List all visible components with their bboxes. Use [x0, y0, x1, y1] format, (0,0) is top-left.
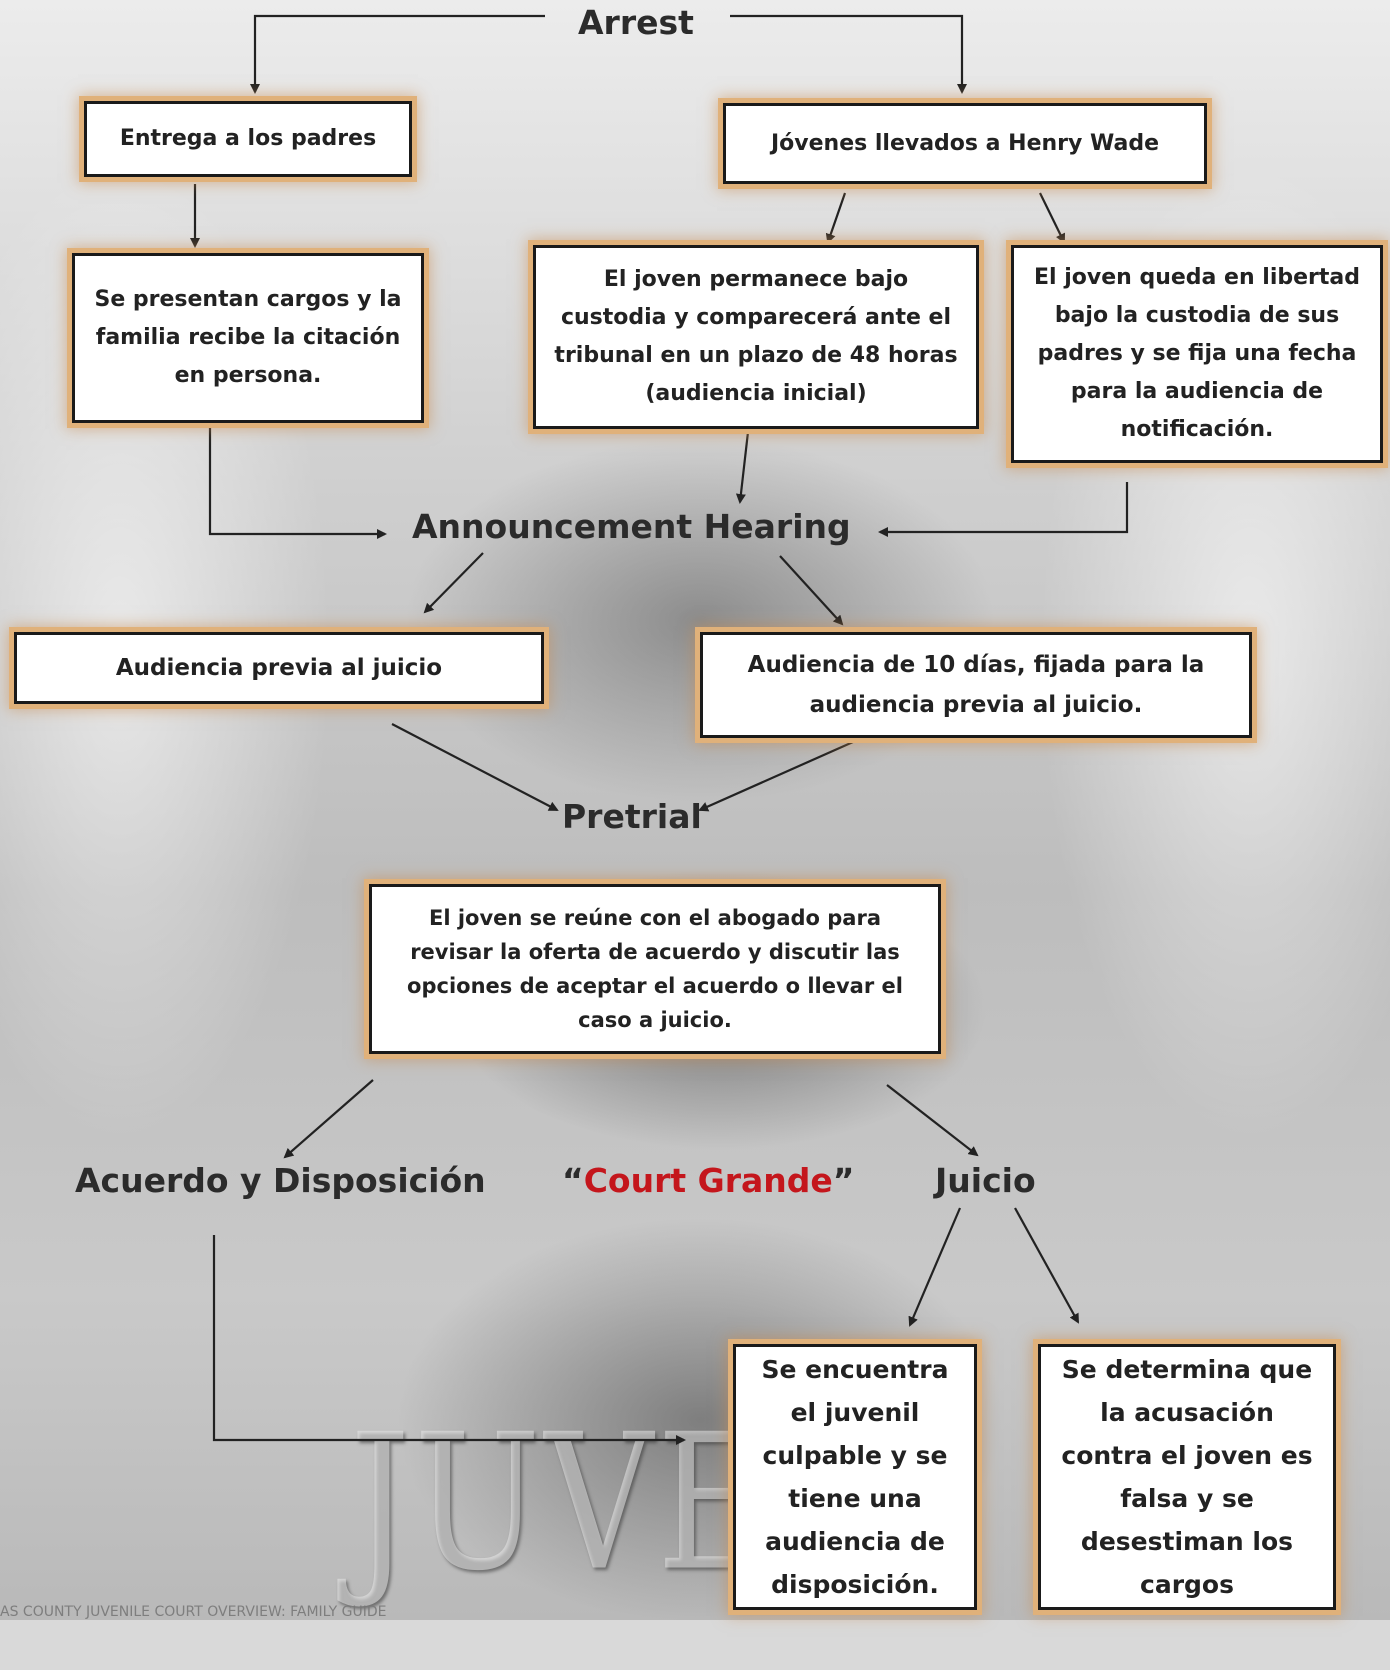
arrow-trial-to-dismissed: [1014, 1207, 1079, 1324]
node-pretrial: Pretrial: [562, 797, 702, 836]
node-released-text: El joven queda en libertad bajo la custo…: [1033, 265, 1360, 442]
node-henry-wade: Jóvenes llevados a Henry Wade: [723, 103, 1207, 184]
arrow-trial-to-guilty: [908, 1207, 962, 1327]
node-charges-filed-text: Se presentan cargos y la familia recibe …: [94, 287, 402, 388]
arrow-released-to-announcement: [878, 482, 1129, 537]
node-dismissed: Se determina que la acusación contra el …: [1038, 1344, 1336, 1610]
node-custody-text: El joven permanece bajo custodia y compa…: [554, 267, 958, 406]
node-guilty-text: Se encuentra el juvenil culpable y se ti…: [761, 1355, 949, 1599]
court-grande-open-quote: “: [562, 1161, 584, 1200]
arrow-custody-to-announcement: [735, 431, 750, 504]
court-grande-label: “Court Grande”: [562, 1160, 854, 1202]
node-custody: El joven permanece bajo custodia y compa…: [533, 245, 979, 429]
node-released: El joven queda en libertad bajo la custo…: [1011, 245, 1383, 463]
node-pretrial-hearing-text: Audiencia previa al juicio: [115, 655, 443, 681]
node-announcement-hearing: Announcement Hearing: [412, 507, 851, 546]
node-parents-release-text: Entrega a los padres: [119, 126, 377, 151]
arrow-pretrial-hearing-to-pretrial: [391, 723, 559, 811]
court-grande-text: Court Grande: [583, 1161, 833, 1200]
node-parents-release: Entrega a los padres: [84, 101, 412, 177]
node-charges-filed: Se presentan cargos y la familia recibe …: [72, 253, 424, 423]
node-ten-day-hearing: Audiencia de 10 días, fijada para la aud…: [700, 632, 1252, 738]
node-guilty: Se encuentra el juvenil culpable y se ti…: [733, 1344, 977, 1610]
arrow-announcement-to-pretrial-hearing: [423, 552, 484, 614]
arrow-henry-wade-to-released: [1039, 192, 1065, 244]
node-trial: Juicio: [935, 1161, 1036, 1200]
arrow-meeting-to-trial: [886, 1084, 979, 1157]
node-pretrial-hearing: Audiencia previa al juicio: [14, 632, 544, 704]
arrow-plea-to-guilty: [212, 1235, 686, 1445]
node-ten-day-hearing-text: Audiencia de 10 días, fijada para la aud…: [747, 652, 1205, 718]
court-grande-close-quote: ”: [832, 1161, 855, 1200]
node-dismissed-text: Se determina que la acusación contra el …: [1061, 1355, 1313, 1599]
node-henry-wade-text: Jóvenes llevados a Henry Wade: [770, 130, 1160, 156]
node-meets-attorney-text: El joven se reúne con el abogado para re…: [407, 906, 903, 1032]
arrow-announcement-to-ten-day: [779, 555, 844, 626]
footer-text: AS COUNTY JUVENILE COURT OVERVIEW: FAMIL…: [0, 1604, 387, 1620]
arrow-ten-day-to-pretrial: [698, 736, 863, 812]
node-arrest: Arrest: [578, 3, 694, 42]
node-plea-disposition: Acuerdo y Disposición: [75, 1161, 486, 1200]
arrow-arrest-to-henry-wade: [730, 14, 967, 94]
arrow-arrest-to-parents: [250, 14, 545, 94]
arrow-henry-wade-to-custody: [825, 192, 847, 244]
arrow-charges-to-announcement: [208, 426, 387, 539]
node-meets-attorney: El joven se reúne con el abogado para re…: [369, 884, 941, 1054]
flow-arrows: [190, 14, 1129, 1445]
arrow-meeting-to-plea: [283, 1079, 374, 1159]
